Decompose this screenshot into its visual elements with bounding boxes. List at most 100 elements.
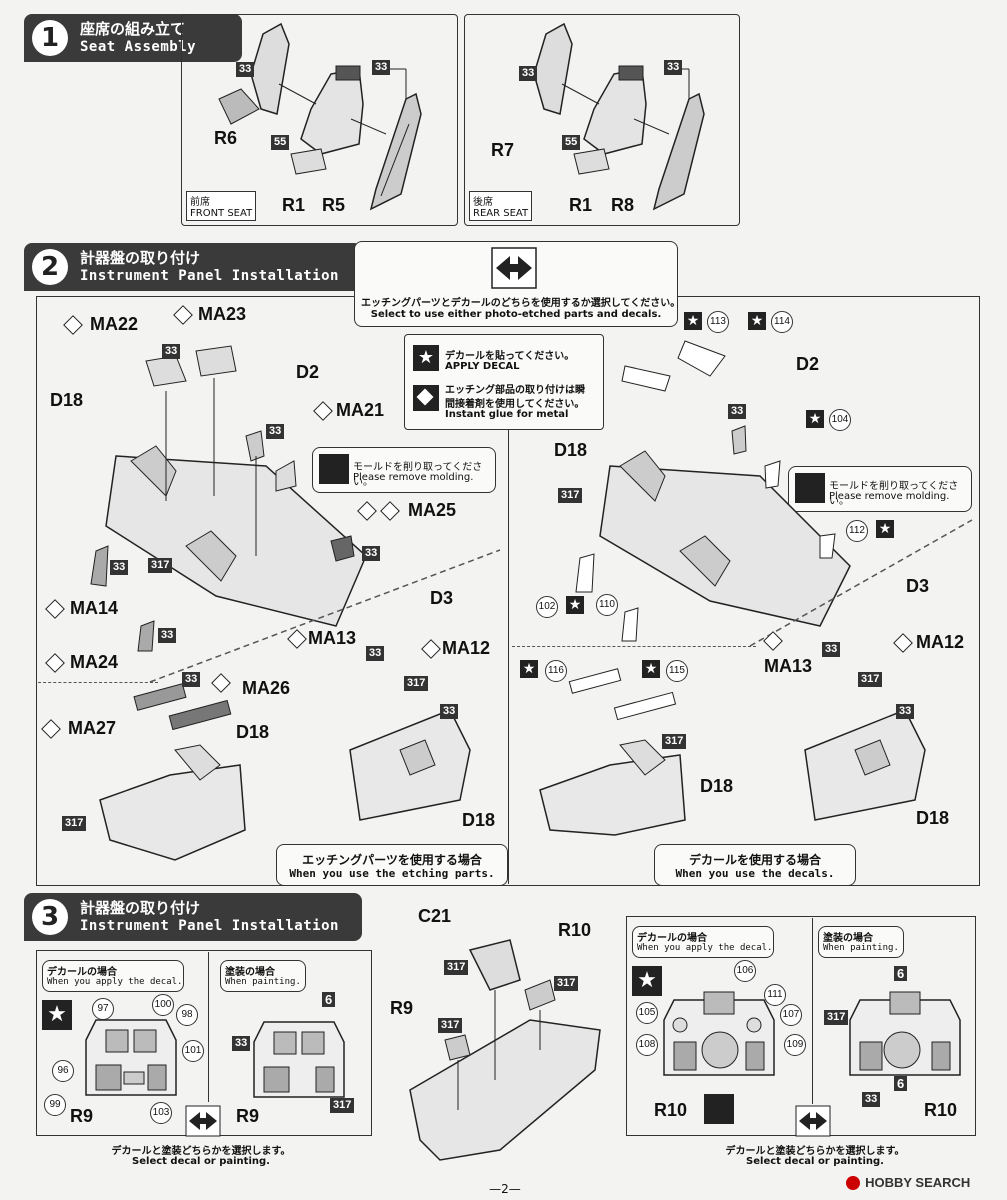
part-317: 317 <box>662 734 687 749</box>
step-1-tab: 1 座席の組み立て Seat Assembly <box>24 14 242 62</box>
decal-102: 102 <box>536 596 558 618</box>
instrument-panel-decal-left <box>85 1019 177 1096</box>
decal-107: 107 <box>780 1004 802 1026</box>
star-icon: ★ <box>876 520 894 538</box>
select-en: Select decal or painting. <box>746 1156 884 1167</box>
part-33: 33 <box>366 646 385 661</box>
cockpit-right-lower-b <box>804 709 926 821</box>
part-33: 33 <box>362 546 381 561</box>
part-33: 33 <box>182 672 201 687</box>
decal-108: 108 <box>636 1034 658 1056</box>
rear-seat-panel: 後席 REAR SEAT <box>464 14 740 226</box>
decal-116: 116 <box>545 660 567 682</box>
mold-en: Please remove molding. <box>829 491 950 502</box>
decal-113: 113 <box>707 311 729 333</box>
decal-case-label: デカールの場合 When you apply the decal. <box>632 926 774 958</box>
cockpit-left-lower-b <box>349 709 471 821</box>
part-55: 55 <box>562 135 581 150</box>
mold-en: Please remove molding. <box>353 472 474 483</box>
part-r10: R10 <box>654 1100 688 1120</box>
part-d2: D2 <box>296 362 320 382</box>
part-d2: D2 <box>796 354 820 374</box>
part-ma13: MA13 <box>764 656 813 676</box>
part-317: 317 <box>858 672 883 687</box>
instrument-panel-decal-right <box>663 991 775 1076</box>
star-icon: ★ <box>566 596 584 614</box>
part-d18: D18 <box>50 390 84 410</box>
decal-caption: デカールを使用する場合 When you use the decals. <box>654 844 856 886</box>
part-d18: D18 <box>916 808 950 828</box>
step-2-tab: 2 計器盤の取り付け Instrument Panel Installation <box>24 243 362 291</box>
part-317: 317 <box>444 960 469 975</box>
part-6: 6 <box>894 1076 908 1091</box>
legend-decal-jp: デカールを貼ってください。 <box>445 351 575 362</box>
part-317: 317 <box>824 1010 849 1025</box>
part-ma13: MA13 <box>308 628 357 648</box>
decal-112: 112 <box>846 520 868 542</box>
arrows-icon <box>185 1105 221 1137</box>
step-number: 2 <box>32 249 68 285</box>
decal-99: 99 <box>44 1094 66 1116</box>
part-ma24: MA24 <box>70 652 119 672</box>
instrument-panel-paint-left <box>253 1021 345 1098</box>
step-title-jp: 座席の組み立て <box>80 20 186 38</box>
decal-106: 106 <box>734 960 756 982</box>
instrument-panel-paint-right <box>849 991 961 1076</box>
select-en: Select decal or painting. <box>132 1156 270 1167</box>
etching-icon <box>704 1094 734 1124</box>
divider-dash <box>38 682 158 683</box>
part-d3: D3 <box>430 588 454 608</box>
cockpit-right-lower-a <box>539 668 686 836</box>
decal-98: 98 <box>176 1004 198 1026</box>
select-jp: デカールと塗装どちらかを選択します。 <box>111 1146 291 1157</box>
legend-glue-en: Instant glue for metal <box>445 409 569 420</box>
cockpit-left-lower-a <box>99 683 246 861</box>
part-33: 33 <box>862 1092 881 1107</box>
arrows-icon <box>491 247 537 289</box>
step-3-right-split <box>812 918 813 1104</box>
step-title-jp: 計器盤の取り付け <box>80 249 201 267</box>
etch-caption: エッチングパーツを使用する場合 When you use the etching… <box>276 844 508 886</box>
part-ma26: MA26 <box>242 678 291 698</box>
front-seat-panel: 前席 FRONT SEAT <box>181 14 458 226</box>
watermark-logo-icon <box>846 1175 860 1190</box>
decal-103: 103 <box>150 1102 172 1124</box>
decal-111: 111 <box>764 984 786 1006</box>
star-icon: ★ <box>684 312 702 330</box>
mold-jp: モールドを削り取ってください。 <box>829 481 959 507</box>
decal-96: 96 <box>52 1060 74 1082</box>
cockpit-left-upper <box>90 345 367 652</box>
part-ma14: MA14 <box>70 598 119 618</box>
decal-105: 105 <box>636 1002 658 1024</box>
step-title-en: Instrument Panel Installation <box>80 918 339 934</box>
part-33: 33 <box>896 704 915 719</box>
step-2-divider <box>508 430 509 884</box>
part-33: 33 <box>162 344 181 359</box>
decal-114: 114 <box>771 311 793 333</box>
decal-104: 104 <box>829 409 851 431</box>
decal-110: 110 <box>596 594 618 616</box>
step-title-jp: 計器盤の取り付け <box>80 899 201 917</box>
part-d18: D18 <box>700 776 734 796</box>
legend-decal-en: APPLY DECAL <box>445 361 520 372</box>
star-icon: ★ <box>748 312 766 330</box>
star-icon: ★ <box>42 1000 72 1030</box>
part-317: 317 <box>330 1098 355 1113</box>
part-d18: D18 <box>236 722 270 742</box>
step-title-en: Instrument Panel Installation <box>80 268 339 284</box>
part-r10: R10 <box>924 1100 958 1120</box>
part-ma23: MA23 <box>198 304 247 324</box>
step-title-en: Seat Assembly <box>80 39 197 55</box>
mold-jp: モールドを削り取ってください。 <box>353 462 483 488</box>
part-317: 317 <box>404 676 429 691</box>
divider-dash <box>512 646 756 647</box>
rear-seat-label: 後席 REAR SEAT <box>469 191 533 221</box>
mold-note-right: モールドを削り取ってください。 Please remove molding. <box>788 466 972 512</box>
part-ma25: MA25 <box>408 500 457 520</box>
part-ma21: MA21 <box>336 400 385 420</box>
dash-diag-left <box>149 549 501 683</box>
mold-note-left: モールドを削り取ってください。 Please remove molding. <box>312 447 496 493</box>
decal-97: 97 <box>92 998 114 1020</box>
legend-glue-jp1: エッチング部品の取り付けは瞬 <box>445 385 585 396</box>
step-3-tab: 3 計器盤の取り付け Instrument Panel Installation <box>24 893 362 941</box>
